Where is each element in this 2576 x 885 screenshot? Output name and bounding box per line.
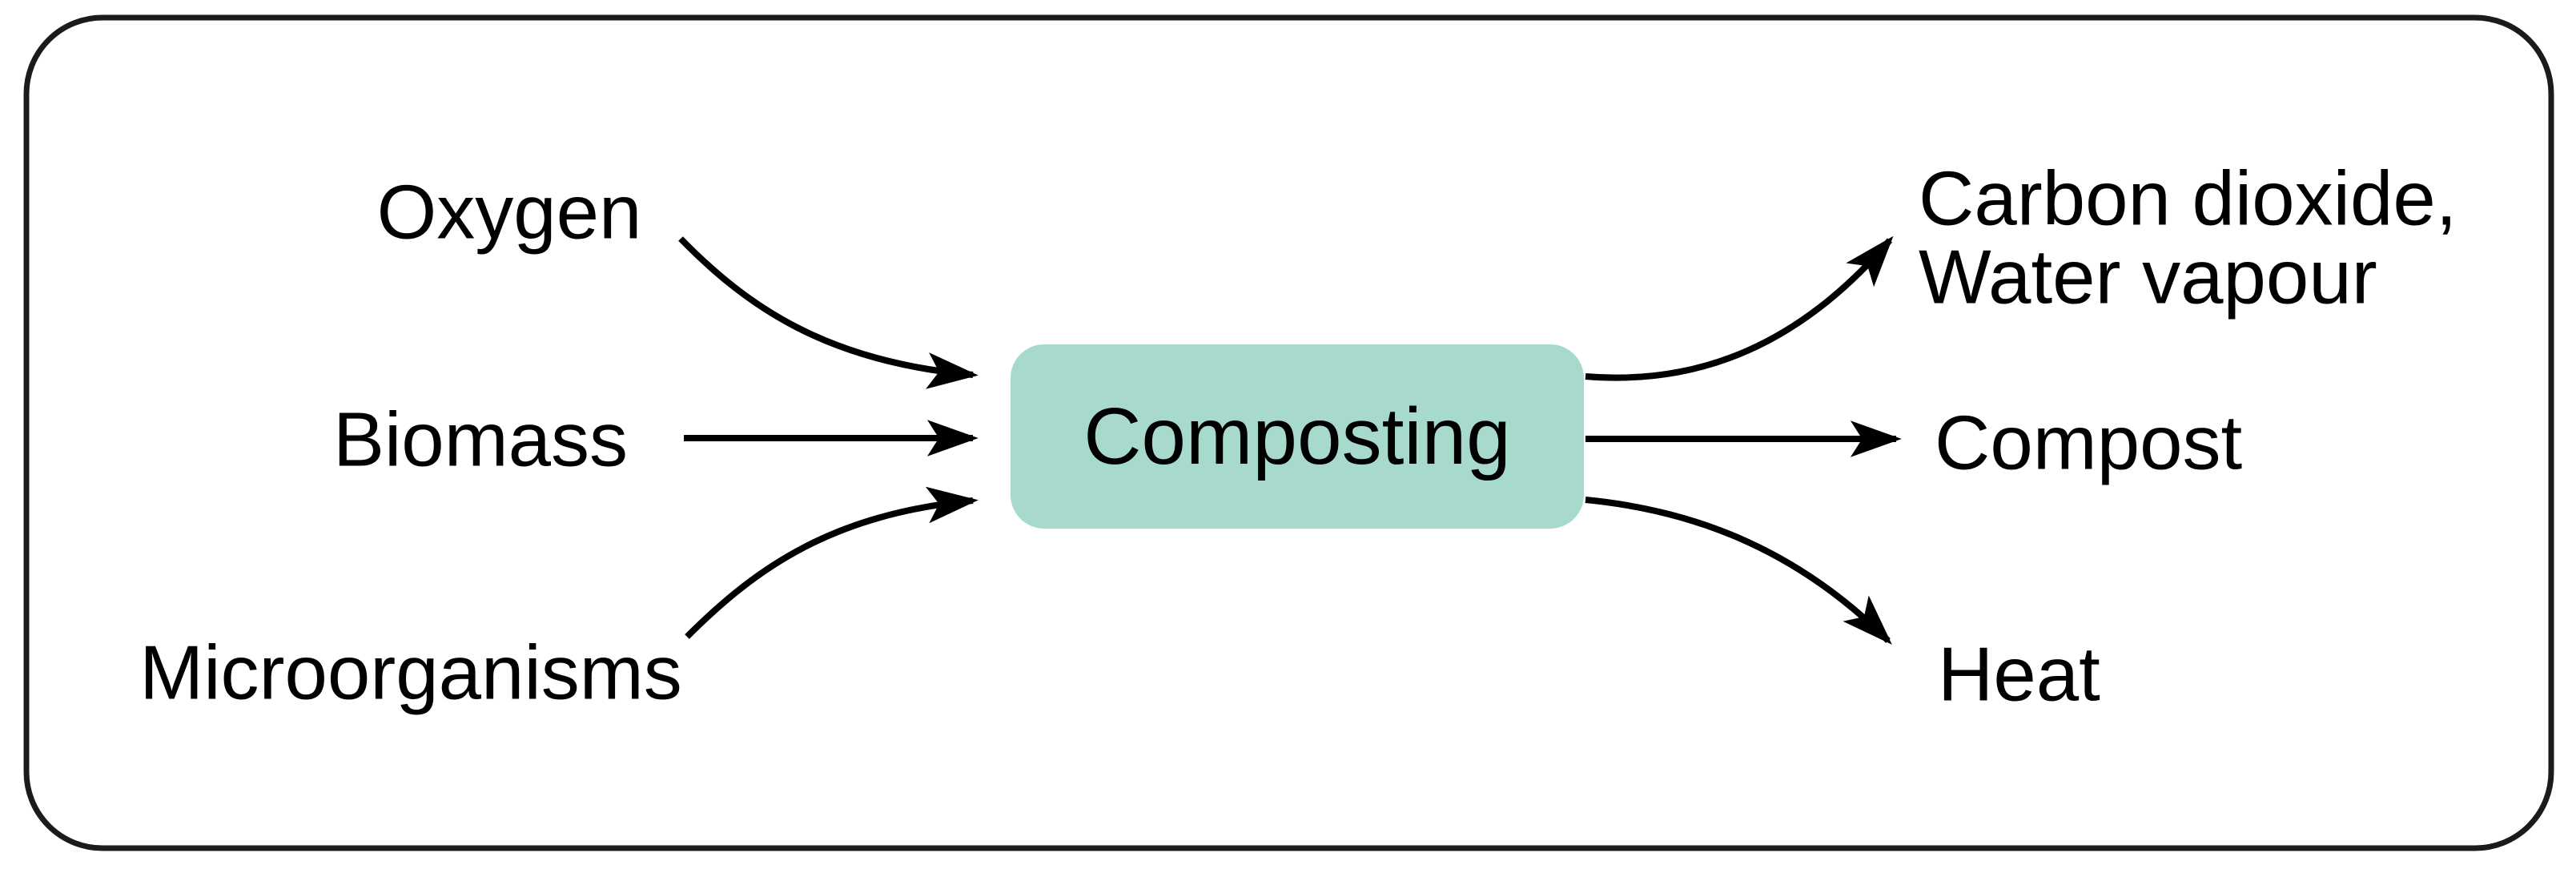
output-label-compost: Compost [1935,400,2242,486]
input-label-oxygen: Oxygen [377,170,642,255]
input-label-biomass: Biomass [333,397,628,483]
arrow-composting-to-heat [1585,497,1892,645]
output-label-carbon-dioxide-line2: Water vapour [1919,235,2377,320]
process-box [1011,344,1584,529]
arrow-composting-to-carbon-dioxide [1585,235,1894,381]
process-label: Composting [1083,392,1511,481]
arrow-oxygen-to-composting [678,236,979,389]
input-label-microorganisms: Microorganisms [139,630,681,716]
output-label-carbon-dioxide-line1: Carbon dioxide, [1919,156,2457,242]
output-label-heat: Heat [1938,632,2100,718]
arrow-microorganisms-to-composting [685,486,979,639]
